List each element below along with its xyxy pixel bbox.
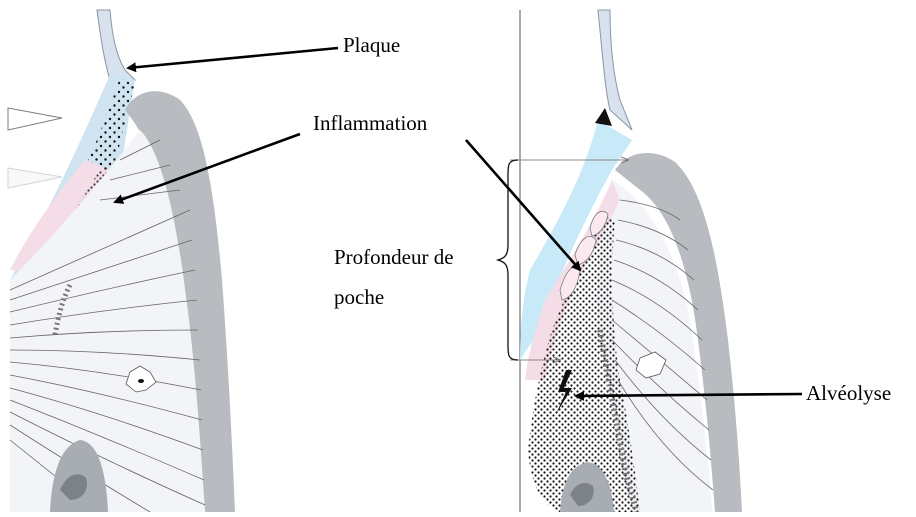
label-pocket-depth-line1: Profondeur de <box>334 244 454 270</box>
label-alveolyse: Alvéolyse <box>806 380 891 406</box>
label-pocket-depth-line2: poche <box>334 284 384 310</box>
right-diseased-section <box>498 10 742 512</box>
plaque-arrow <box>128 48 338 68</box>
label-inflammation: Inflammation <box>313 110 427 136</box>
curly-brace <box>498 160 518 360</box>
solid-arrowhead-icon <box>595 108 612 126</box>
label-plaque: Plaque <box>343 32 400 58</box>
left-healthy-section <box>0 10 235 512</box>
